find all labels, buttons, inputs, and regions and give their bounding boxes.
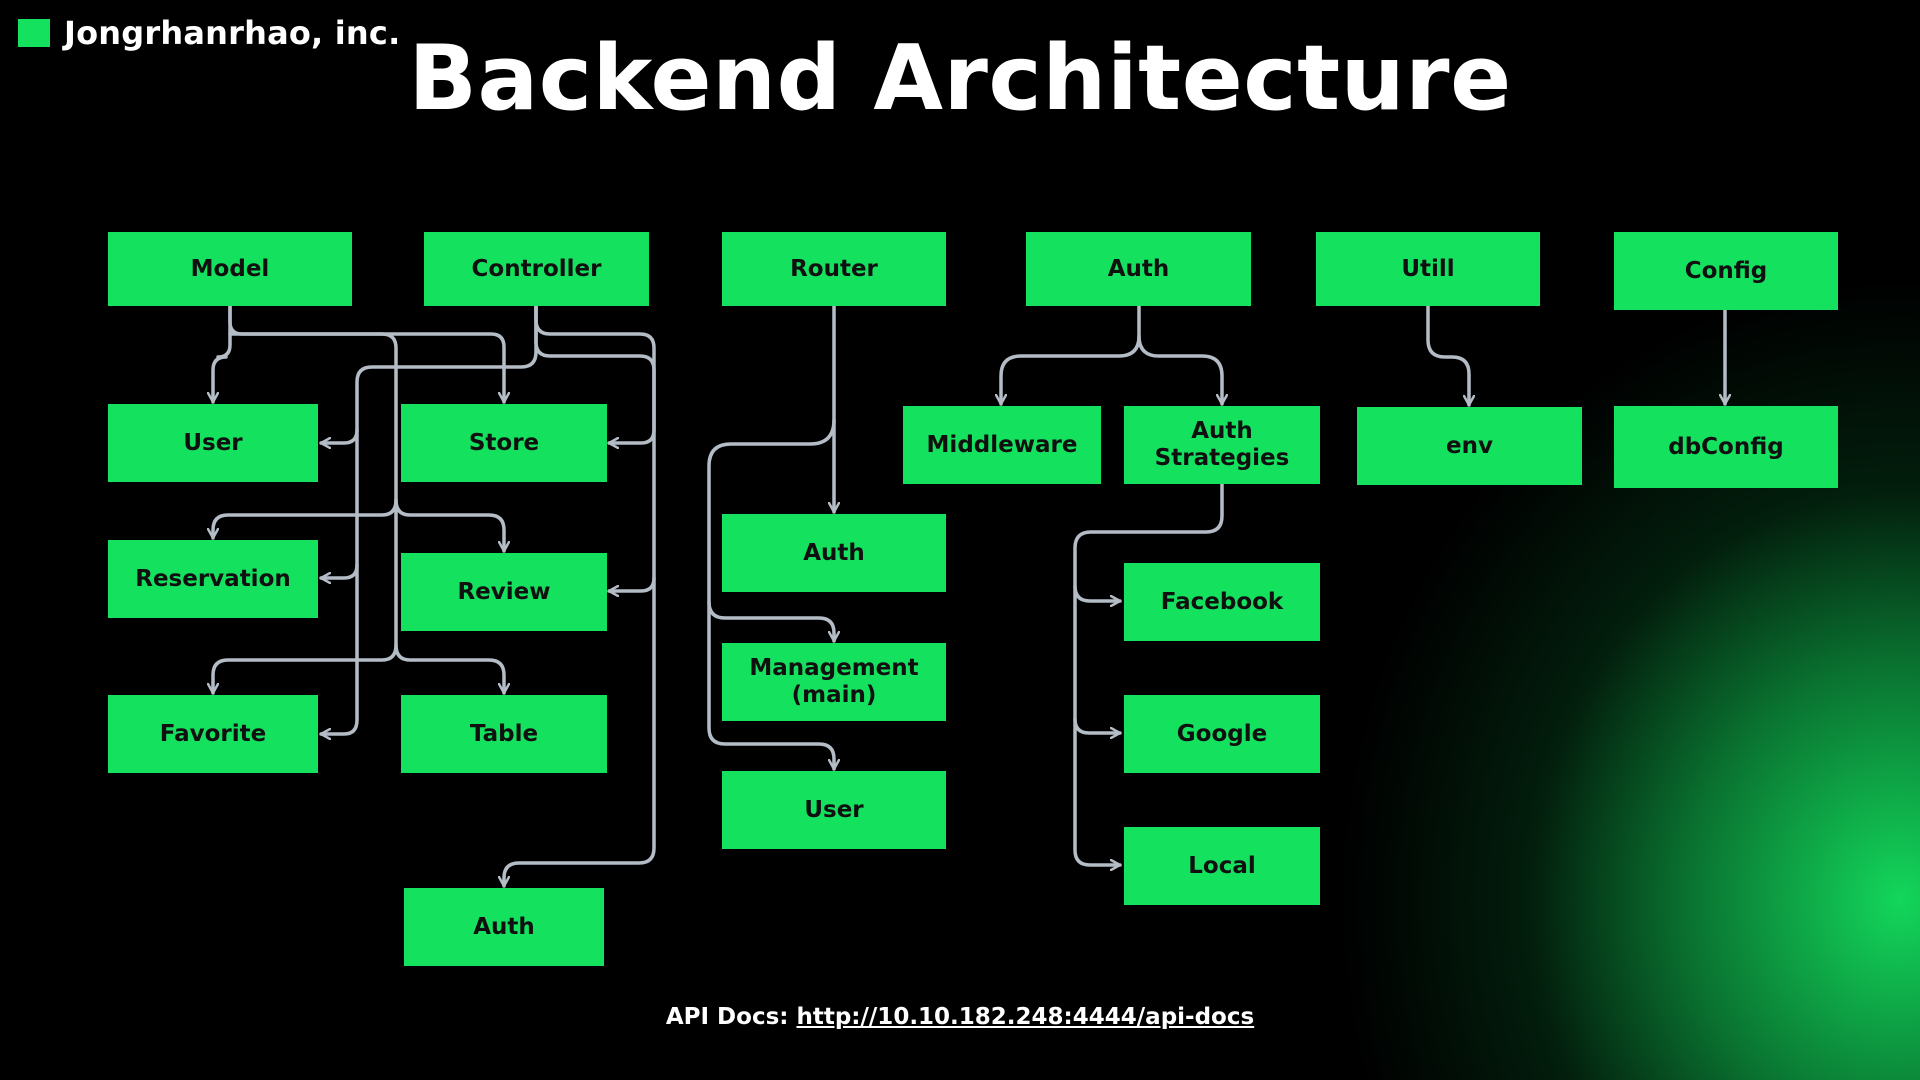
node-store: Store bbox=[401, 404, 607, 482]
node-review: Review bbox=[401, 553, 607, 631]
edge-router-user bbox=[707, 600, 834, 771]
node-router-user: User bbox=[722, 771, 946, 849]
node-middleware: Middleware bbox=[903, 406, 1101, 484]
api-docs-link[interactable]: http://10.10.182.248:4444/api-docs bbox=[796, 1004, 1255, 1030]
node-reservation: Reservation bbox=[108, 540, 318, 618]
edge-controller-user bbox=[319, 304, 538, 443]
edge-controller-auth bbox=[504, 576, 656, 888]
node-util: Utill bbox=[1316, 232, 1540, 306]
edge-strategies-facebook bbox=[1073, 482, 1224, 601]
edge-auth-middleware bbox=[1001, 304, 1141, 406]
api-docs-label: API Docs: bbox=[665, 1004, 789, 1030]
node-env: env bbox=[1357, 407, 1582, 485]
edge-strategies-local bbox=[1073, 717, 1122, 865]
edge-util-env bbox=[1426, 304, 1469, 407]
edge-model-store bbox=[228, 304, 504, 404]
node-router: Router bbox=[722, 232, 946, 306]
node-router-auth: Auth bbox=[722, 514, 946, 592]
edge-controller-store bbox=[534, 304, 656, 443]
node-auth: Auth bbox=[1026, 232, 1251, 306]
node-controller: Controller bbox=[424, 232, 649, 306]
node-config: Config bbox=[1614, 232, 1838, 310]
edge-auth-strategies bbox=[1137, 334, 1222, 406]
brand: Jongrhanrhao, inc. bbox=[18, 14, 400, 52]
api-docs-footer: API Docs: http://10.10.182.248:4444/api-… bbox=[0, 1004, 1920, 1030]
edge-controller-favorite bbox=[319, 563, 359, 734]
edge-controller-review bbox=[534, 304, 656, 591]
edge-model-review bbox=[394, 498, 504, 553]
node-local: Local bbox=[1124, 827, 1320, 905]
node-facebook: Facebook bbox=[1124, 563, 1320, 641]
node-google: Google bbox=[1124, 695, 1320, 773]
node-auth-strategies: Auth Strategies bbox=[1124, 406, 1320, 484]
node-controller-auth: Auth bbox=[404, 888, 604, 966]
node-favorite: Favorite bbox=[108, 695, 318, 773]
edge-strategies-google bbox=[1073, 584, 1122, 733]
node-user: User bbox=[108, 404, 318, 482]
page-title: Backend Architecture bbox=[408, 26, 1512, 131]
edge-controller-reservation bbox=[319, 428, 359, 578]
node-model: Model bbox=[108, 232, 352, 306]
node-router-management: Management (main) bbox=[722, 643, 946, 721]
edge-model-user bbox=[213, 304, 232, 404]
node-dbconfig: dbConfig bbox=[1614, 406, 1838, 488]
node-table: Table bbox=[401, 695, 607, 773]
brand-logo-square bbox=[18, 19, 50, 47]
brand-name: Jongrhanrhao, inc. bbox=[64, 14, 401, 52]
edge-model-reservation bbox=[213, 332, 398, 540]
edge-model-table bbox=[394, 643, 504, 695]
